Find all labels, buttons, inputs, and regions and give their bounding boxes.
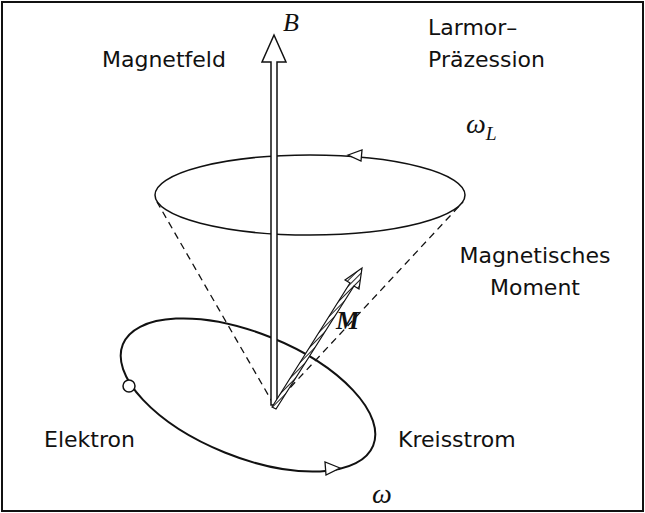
cone-line xyxy=(157,202,274,405)
precession-label: Larmor– Präzession xyxy=(428,12,578,76)
arrowhead xyxy=(325,462,340,475)
cone-line xyxy=(274,202,463,405)
precession-circle xyxy=(155,155,465,235)
electron-label: Elektron xyxy=(44,424,164,456)
electron xyxy=(123,380,135,392)
moment-arrow xyxy=(272,268,362,409)
field-arrow xyxy=(262,35,286,405)
precession-frequency: ωL xyxy=(466,104,526,148)
orbit xyxy=(100,287,397,503)
current-label: Kreisstrom xyxy=(398,424,548,456)
orbit-frequency: ω xyxy=(372,474,412,513)
field-symbol: B xyxy=(283,4,313,42)
moment-symbol: M xyxy=(336,302,366,340)
arrowhead xyxy=(348,150,362,161)
moment-label: Magnetisches Moment xyxy=(432,240,638,304)
field-label: Magnetfeld xyxy=(102,44,262,76)
